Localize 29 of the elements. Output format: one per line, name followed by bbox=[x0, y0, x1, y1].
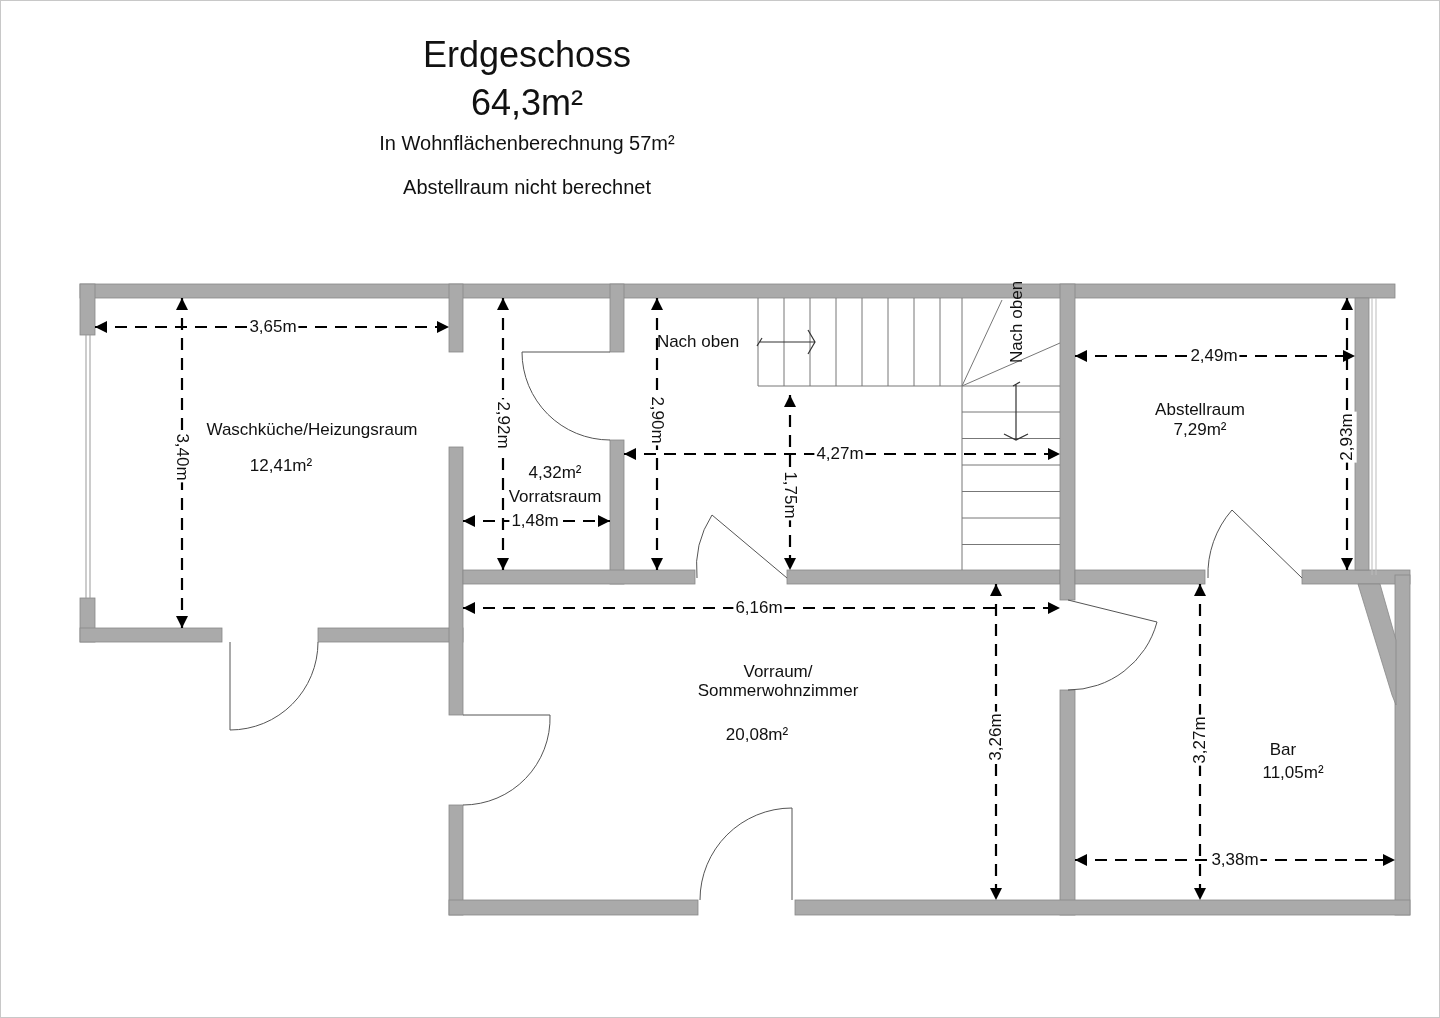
dimension-label: 6,16m bbox=[733, 598, 785, 618]
note: Abstellraum nicht berechnet bbox=[403, 176, 651, 198]
stair-label: Nach oben bbox=[1007, 280, 1027, 364]
dimension-label: 3,26m bbox=[986, 711, 1006, 763]
room-name: Abstellraum bbox=[1155, 400, 1245, 420]
dimension-label: 1,48m bbox=[509, 511, 561, 531]
dimension-label: 2,90m bbox=[647, 394, 667, 446]
dimension-label: 2,92m bbox=[493, 399, 513, 451]
stair-label: Nach oben bbox=[656, 332, 740, 352]
room-name: Bar bbox=[1269, 740, 1297, 760]
note: In Wohnflächenberechnung 57m² bbox=[379, 132, 675, 154]
dimension-label: 3,38m bbox=[1209, 850, 1261, 870]
room-name: Waschküche/Heizungsraum bbox=[206, 420, 418, 440]
room-area: 12,41m² bbox=[249, 456, 313, 476]
dimension-label: 2,93m bbox=[1337, 411, 1357, 463]
room-area: 11,05m² bbox=[1262, 763, 1324, 783]
room-name: Vorratsraum bbox=[508, 487, 602, 507]
dimension-label: 3,40m bbox=[172, 431, 192, 483]
dimension-label: 3,27m bbox=[1190, 714, 1210, 766]
dimension-label: 1,75m bbox=[780, 469, 800, 521]
dimension-label: 3,65m bbox=[247, 317, 299, 337]
room-area: 20,08m² bbox=[725, 725, 789, 745]
dimension-label: 4,27m bbox=[814, 444, 866, 464]
total-area: 64,3m² bbox=[471, 83, 583, 123]
room-area: 4,32m² bbox=[528, 463, 582, 483]
plan-title: Erdgeschoss bbox=[422, 35, 632, 75]
dimension-label: 2,49m bbox=[1188, 346, 1240, 366]
room-name: Vorraum/ Sommerwohnzimmer bbox=[696, 663, 860, 701]
room-area: 7,29m² bbox=[1173, 420, 1227, 440]
